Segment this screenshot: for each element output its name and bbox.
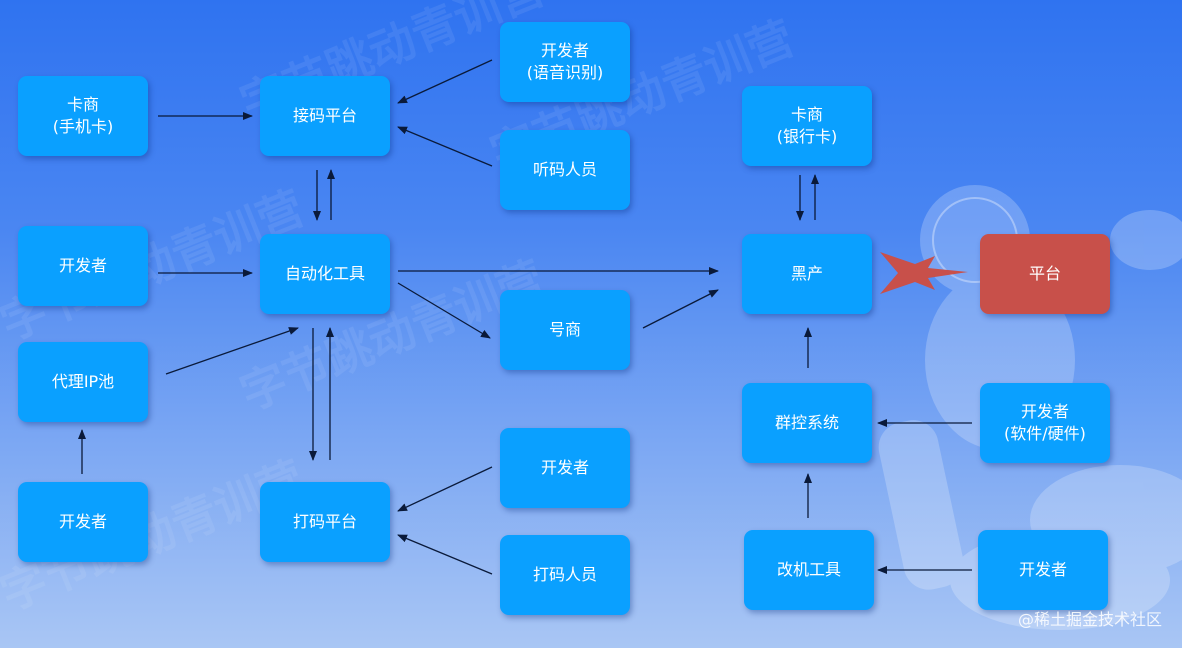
node-dev-hw: 开发者 (软件/硬件) [980,383,1110,463]
node-dev-voice: 开发者 (语音识别) [500,22,630,102]
node-label: 号商 [548,320,581,339]
node-heichan: 黑产 [742,234,872,314]
node-proxy-pool: 代理IP池 [18,342,148,422]
node-label: 改机工具 [776,560,841,579]
node-label: 开发者 [1020,402,1069,421]
node-tingma-staff: 听码人员 [500,130,630,210]
source-credit: @稀土掘金技术社区 [1017,610,1162,629]
node-auto-tool: 自动化工具 [260,234,390,314]
node-qunkong: 群控系统 [742,383,872,463]
node-label: 卡商 [790,105,823,124]
edge-haoshang-to-heichan [642,289,719,329]
node-gaiji: 改机工具 [744,530,874,610]
edge-auto-to-haoshang [397,282,491,339]
node-dama-platform: 打码平台 [260,482,390,562]
node-label: 开发者 [540,458,589,477]
edge-proxy-to-auto [165,327,299,375]
node-sublabel: (手机卡) [52,117,114,136]
node-platform: 平台 [980,234,1110,314]
node-label: 开发者 [58,256,107,275]
node-label: 代理IP池 [51,372,115,391]
edge-devdama-to-dama [397,466,493,512]
edge-tingma-to-jiema [397,126,493,167]
node-label: 打码平台 [292,512,357,531]
node-label: 听码人员 [532,160,597,179]
edge-devvoice-to-jiema [397,59,493,104]
node-label: 打码人员 [532,565,597,584]
node-dama-staff: 打码人员 [500,535,630,615]
node-kashang-phone: 卡商 (手机卡) [18,76,148,156]
node-sublabel: (软件/硬件) [1004,424,1086,443]
edge-damastaff-to-dama [397,534,493,575]
node-label: 卡商 [66,95,99,114]
node-haoshang: 号商 [500,290,630,370]
node-label: 开发者 [1018,560,1067,579]
node-sublabel: (银行卡) [776,127,838,146]
node-label: 开发者 [540,41,589,60]
red-arrow-heichan-to-platform [880,252,968,294]
node-sublabel: (语音识别) [526,63,604,82]
node-label: 群控系统 [774,413,839,432]
node-label: 开发者 [58,512,107,531]
node-label: 平台 [1028,264,1061,283]
node-label: 接码平台 [292,106,357,125]
node-dev-left: 开发者 [18,226,148,306]
node-kashang-bank: 卡商 (银行卡) [742,86,872,166]
node-dev-bottom-left: 开发者 [18,482,148,562]
node-dev-gaiji: 开发者 [978,530,1108,610]
node-dev-dama: 开发者 [500,428,630,508]
node-label: 自动化工具 [284,264,365,283]
node-jiema-platform: 接码平台 [260,76,390,156]
node-label: 黑产 [790,264,823,283]
